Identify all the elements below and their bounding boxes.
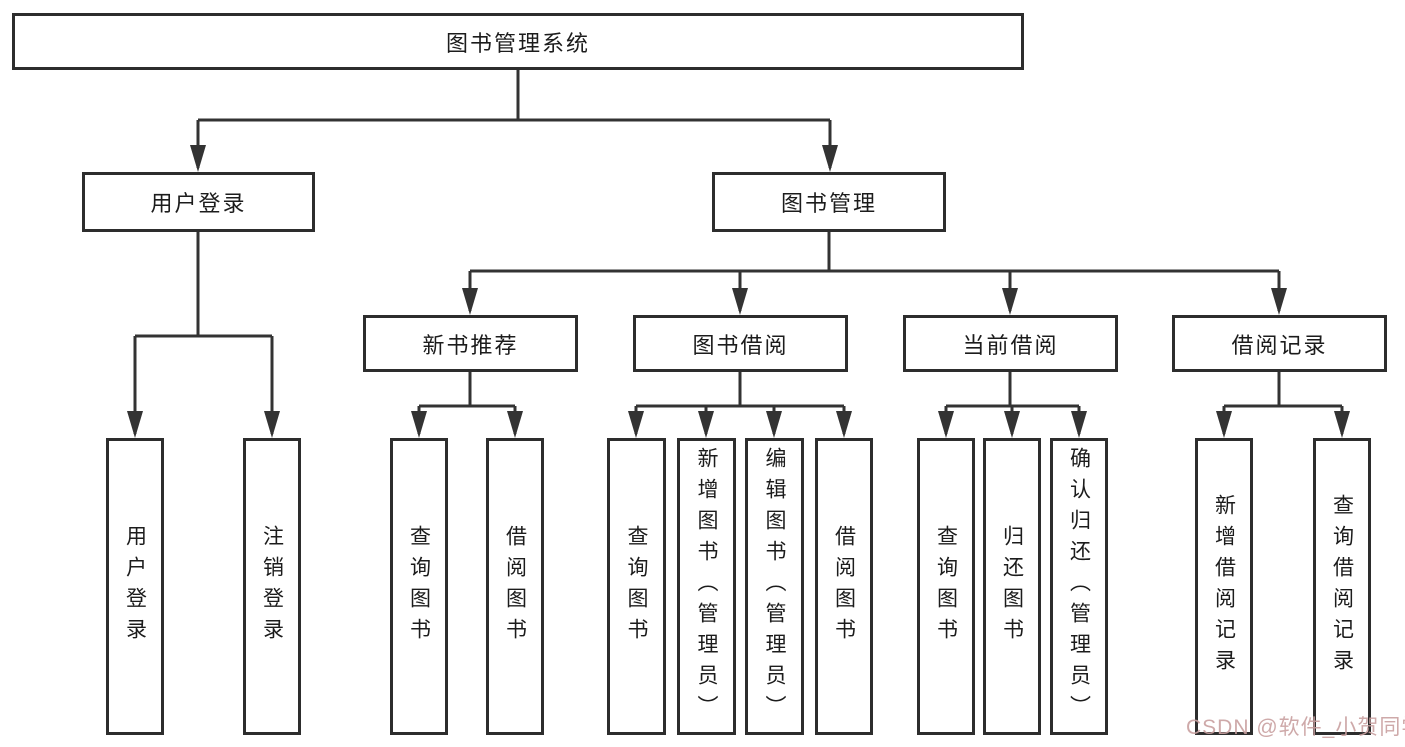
- leaf-label: 借阅图书: [832, 524, 856, 649]
- node-user-login-action: 用户登录: [106, 438, 164, 735]
- node-borrowing-records: 借阅记录: [1172, 315, 1387, 372]
- node-logout-action: 注销登录: [243, 438, 301, 735]
- node-recommend-query-books: 查询图书: [390, 438, 448, 735]
- node-add-books-admin: 新增图书（管理员）: [677, 438, 736, 735]
- csdn-watermark: CSDN @软件_小贺同学: [1186, 716, 1405, 739]
- node-return-books: 归还图书: [983, 438, 1041, 735]
- leaf-label: 注销登录: [260, 524, 284, 649]
- node-query-borrow-record: 查询借阅记录: [1313, 438, 1371, 735]
- node-confirm-return-admin: 确认归还（管理员）: [1050, 438, 1108, 735]
- node-current-borrowing: 当前借阅: [903, 315, 1118, 372]
- node-user-login: 用户登录: [82, 172, 315, 232]
- node-add-borrow-record: 新增借阅记录: [1195, 438, 1253, 735]
- leaf-label: 查询图书: [934, 524, 958, 649]
- leaf-label: 新增图书（管理员）: [695, 447, 718, 726]
- elbow-connectors: [133, 70, 1344, 434]
- node-book-borrowing: 图书借阅: [633, 315, 848, 372]
- node-current-query-books: 查询图书: [917, 438, 975, 735]
- leaf-label: 查询图书: [625, 524, 648, 649]
- node-edit-books-admin: 编辑图书（管理员）: [745, 438, 804, 735]
- leaf-label: 归还图书: [1000, 524, 1024, 649]
- leaf-label: 借阅图书: [503, 524, 527, 649]
- node-recommend-borrow-books: 借阅图书: [486, 438, 544, 735]
- leaf-label: 用户登录: [123, 524, 147, 649]
- leaf-label: 编辑图书（管理员）: [763, 447, 786, 726]
- leaf-label: 新增借阅记录: [1212, 493, 1236, 680]
- node-library-management-system: 图书管理系统: [12, 13, 1024, 70]
- node-book-management: 图书管理: [712, 172, 946, 232]
- node-borrowing-borrow-books: 借阅图书: [815, 438, 873, 735]
- leaf-label: 确认归还（管理员）: [1067, 447, 1091, 726]
- leaf-label: 查询图书: [407, 524, 431, 649]
- arrowhead-icons: [127, 145, 1350, 438]
- node-borrowing-query-books: 查询图书: [607, 438, 666, 735]
- leaf-label: 查询借阅记录: [1330, 493, 1354, 680]
- node-new-book-recommendation: 新书推荐: [363, 315, 578, 372]
